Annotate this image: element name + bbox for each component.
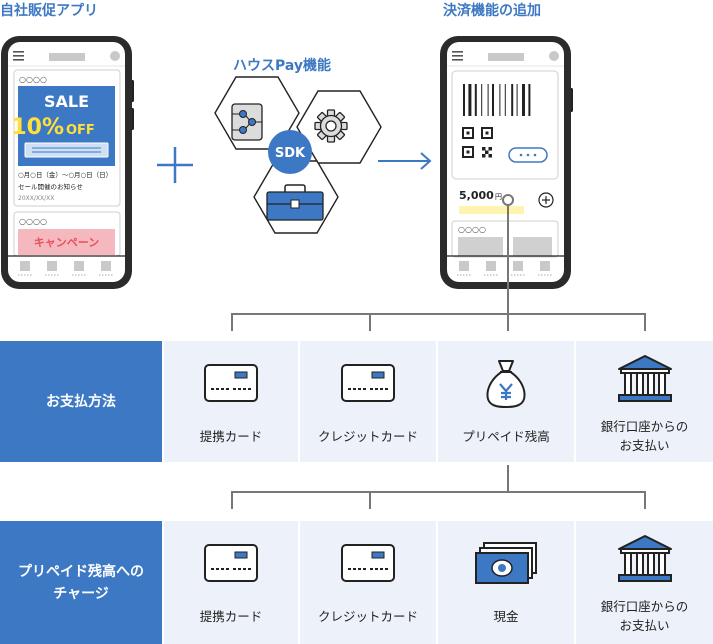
left-app-heading: 自社販促アプリ bbox=[0, 3, 98, 19]
add-charge-icon[interactable] bbox=[538, 192, 554, 208]
gear-icon bbox=[314, 109, 348, 143]
card2-dots: ○○○○ bbox=[19, 217, 47, 226]
menu-icon[interactable] bbox=[13, 51, 24, 61]
balance-currency: 円 bbox=[495, 193, 502, 201]
connector-lines bbox=[231, 201, 646, 509]
campaign-text: キャンペーン bbox=[34, 236, 99, 249]
credit-card-icon bbox=[341, 544, 395, 582]
discount-number: 10% bbox=[11, 115, 64, 140]
balance-amount: 5,000 bbox=[459, 189, 494, 202]
payment-method-bank-account[interactable]: 銀行口座からの お支払い bbox=[576, 341, 713, 462]
bank-icon bbox=[617, 355, 672, 402]
sdk-module-cluster: SDK bbox=[214, 76, 382, 234]
card1-dots: ○○○○ bbox=[19, 75, 47, 84]
right-phone: 5,000 円 ○○○○ bbox=[440, 36, 573, 289]
qr-code-icon bbox=[462, 127, 493, 158]
sdk-label: SDK bbox=[275, 146, 306, 161]
plus-icon bbox=[157, 147, 193, 183]
charge-method-label: 銀行口座からの お支払い bbox=[600, 599, 689, 633]
connector-node bbox=[502, 194, 514, 206]
balance-highlight bbox=[459, 206, 524, 214]
right-app-heading: 決済機能の追加 bbox=[443, 3, 541, 19]
arrow-right-icon bbox=[378, 152, 432, 170]
payment-method-credit-card[interactable]: クレジットカード bbox=[300, 341, 436, 462]
prepaid-charge-label: プリペイド残高への チャージ bbox=[0, 521, 162, 644]
charge-method-label: 現金 bbox=[493, 609, 519, 624]
bank-icon bbox=[617, 535, 672, 582]
cash-icon bbox=[475, 542, 537, 584]
app-logo-placeholder bbox=[488, 53, 524, 61]
discount-off: OFF bbox=[66, 123, 95, 138]
charge-method-label: クレジットカード bbox=[317, 609, 418, 624]
profile-icon[interactable] bbox=[110, 51, 120, 61]
payment-method-label: クレジットカード bbox=[317, 429, 418, 444]
credit-card-icon bbox=[341, 364, 395, 402]
payment-method-label: 銀行口座からの お支払い bbox=[600, 419, 689, 453]
left-phone: ○○○○ SALE 10% OFF ○月○日（金）～○月○日（日） セール開催の… bbox=[1, 36, 134, 289]
payment-method-label: プリペイド残高 bbox=[462, 429, 550, 444]
menu-icon[interactable] bbox=[452, 51, 463, 61]
app-logo-placeholder bbox=[49, 53, 85, 61]
charge-method-credit-card[interactable]: クレジットカード bbox=[300, 521, 436, 644]
briefcase-icon bbox=[266, 184, 324, 221]
credit-card-icon bbox=[204, 364, 258, 402]
sale-period: ○月○日（金）～○月○日（日） bbox=[18, 170, 112, 179]
right-card-dots: ○○○○ bbox=[458, 225, 486, 234]
payment-methods-label: お支払方法 bbox=[0, 341, 162, 462]
left-bottom-nav[interactable] bbox=[18, 261, 113, 276]
sale-notice: セール開催のお知らせ bbox=[18, 182, 83, 191]
money-bag-icon bbox=[486, 360, 526, 408]
payment-method-prepaid-balance[interactable]: プリペイド残高 bbox=[438, 341, 574, 462]
sale-date: 20XX/XX/XX bbox=[18, 195, 54, 202]
payment-method-partner-card[interactable]: 提携カード bbox=[164, 341, 298, 462]
credit-card-icon bbox=[204, 544, 258, 582]
charge-method-bank-account[interactable]: 銀行口座からの お支払い bbox=[576, 521, 713, 644]
sdk-heading: ハウスPay機能 bbox=[233, 58, 332, 74]
charge-method-label: 提携カード bbox=[199, 609, 263, 624]
chip-icon bbox=[231, 103, 263, 141]
profile-icon[interactable] bbox=[549, 51, 559, 61]
payment-method-label: 提携カード bbox=[199, 429, 263, 444]
charge-method-partner-card[interactable]: 提携カード bbox=[164, 521, 298, 644]
barcode-icon bbox=[463, 84, 531, 116]
sale-text: SALE bbox=[44, 92, 89, 111]
right-bottom-nav[interactable] bbox=[457, 261, 552, 276]
sdk-hub bbox=[268, 130, 312, 174]
charge-method-cash[interactable]: 現金 bbox=[438, 521, 574, 644]
campaign-banner[interactable] bbox=[18, 229, 115, 255]
